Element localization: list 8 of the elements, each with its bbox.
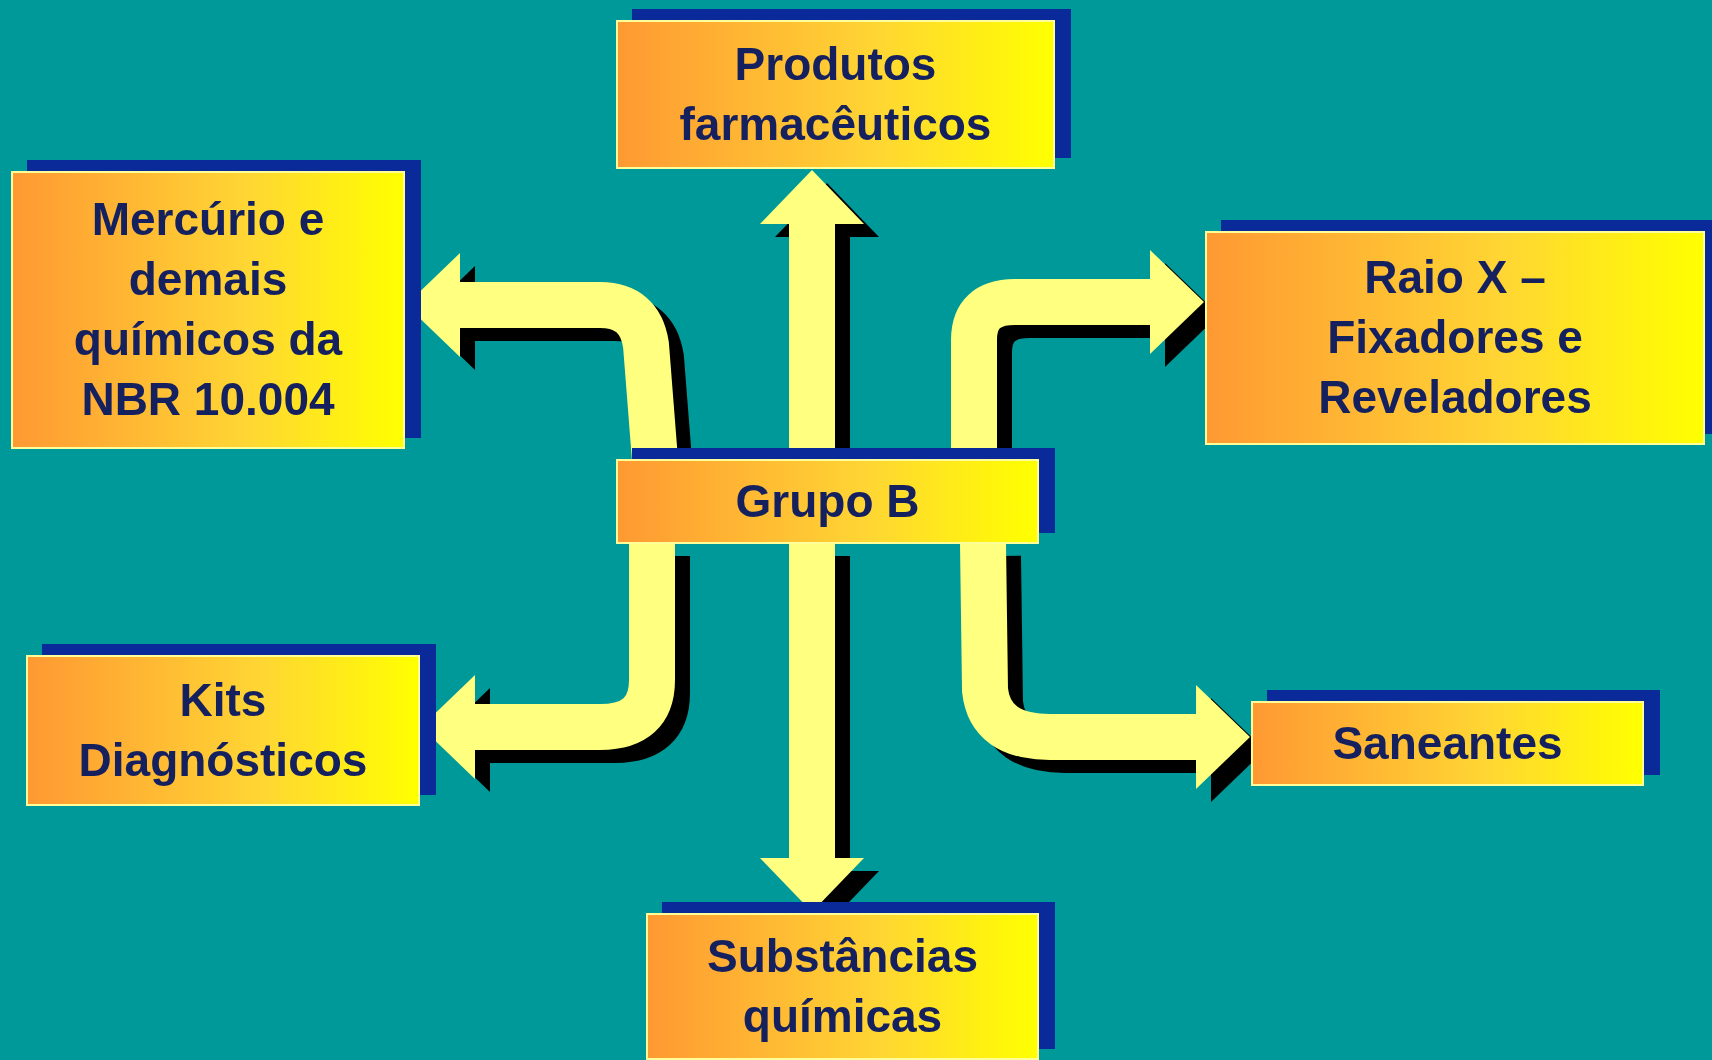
- box-label: Grupo B: [735, 473, 920, 529]
- box-label: Mercúrio e demais químicos da NBR 10.004: [72, 192, 344, 427]
- box-label: Substâncias químicas: [706, 928, 979, 1044]
- block-arrow: [960, 542, 1250, 789]
- box-label: Produtos farmacêuticos: [678, 36, 993, 152]
- box-label: Saneantes: [1332, 715, 1563, 771]
- box-label: Kits Diagnósticos: [77, 672, 369, 788]
- box-label: Raio X – Fixadores e Reveladores: [1317, 250, 1593, 425]
